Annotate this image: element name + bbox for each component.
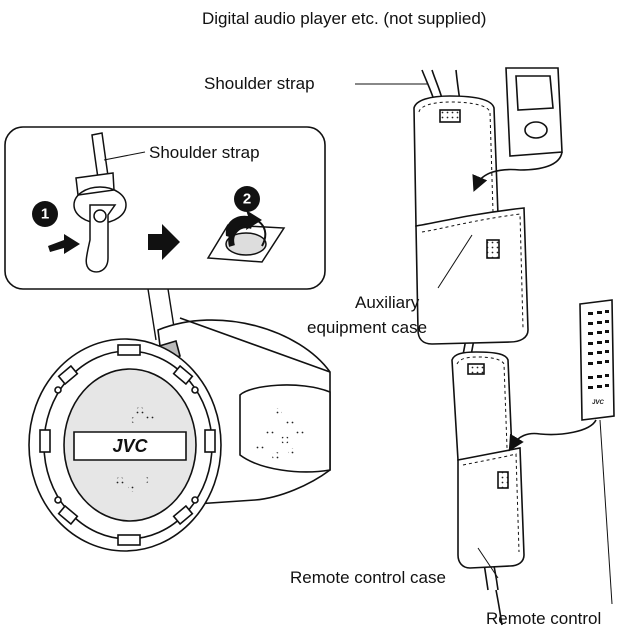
step-arrow-icon bbox=[48, 234, 80, 254]
label-remote-control: Remote control bbox=[486, 609, 602, 628]
next-step-arrow-icon bbox=[148, 224, 180, 260]
svg-text:1: 1 bbox=[41, 206, 49, 223]
label-digital-audio-player: Digital audio player etc. (not supplied) bbox=[202, 9, 487, 28]
digital-audio-player bbox=[505, 67, 563, 171]
leader-lines bbox=[355, 83, 613, 605]
label-auxiliary-line2: equipment case bbox=[307, 318, 428, 337]
camera-body: JVC bbox=[28, 317, 331, 552]
camera-brand-logo: JVC bbox=[112, 436, 148, 456]
inset-strap bbox=[73, 132, 127, 273]
insert-arrow-icon bbox=[472, 168, 521, 192]
rotate-arrow-icon bbox=[225, 210, 262, 238]
remote-brand-logo: JVC bbox=[592, 400, 604, 406]
label-remote-control-case: Remote control case bbox=[290, 568, 446, 587]
svg-text:2: 2 bbox=[243, 191, 251, 208]
auxiliary-equipment-case bbox=[413, 95, 529, 345]
inset-detail: 1 2 bbox=[4, 126, 326, 341]
label-shoulder-strap-inset: Shoulder strap bbox=[149, 143, 260, 162]
step-badge-2: 2 bbox=[234, 186, 260, 212]
label-auxiliary-line1: Auxiliary bbox=[355, 293, 420, 312]
remote-control-device: JVC bbox=[539, 299, 615, 436]
step-badge-1: 1 bbox=[32, 201, 58, 227]
remote-control-case bbox=[451, 351, 525, 569]
label-shoulder-strap: Shoulder strap bbox=[204, 74, 315, 93]
